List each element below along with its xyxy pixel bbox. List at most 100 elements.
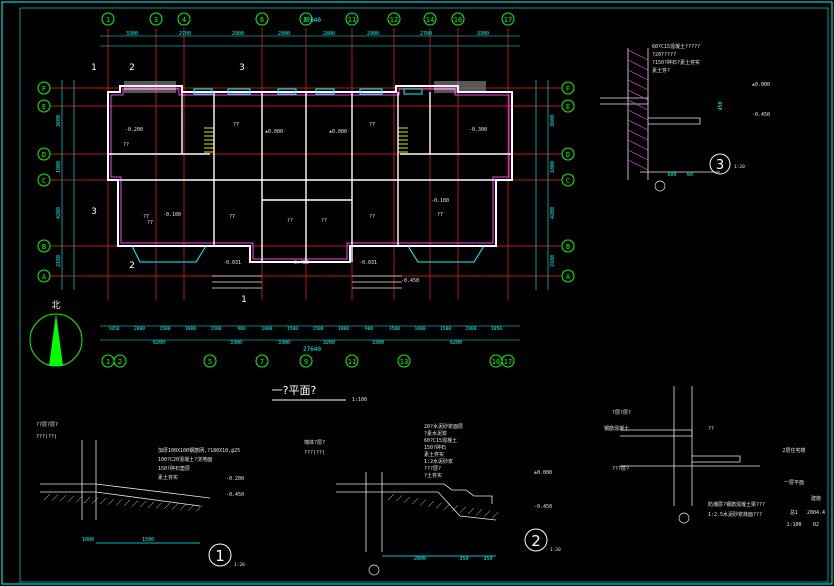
axis-bubble [37, 99, 51, 113]
axis-label: 9 [304, 16, 308, 24]
d1-ground-hatch [43, 493, 203, 512]
axis-bubble [299, 354, 313, 368]
hatch-line [67, 495, 75, 502]
dim-bottom-detail: 1500 [159, 326, 170, 332]
d2-steps-bottom [336, 491, 497, 521]
section-mark: 2 [129, 63, 135, 73]
axis-label: B [42, 243, 46, 251]
axis-label: A [42, 273, 47, 281]
hatch-line [59, 495, 67, 502]
axis-bubble [203, 354, 217, 368]
hatch-line [51, 494, 59, 501]
axis-label: 9 [304, 358, 308, 366]
dim-left: 3600 [56, 115, 62, 127]
window-c2-right [359, 88, 383, 95]
dim-bottom-detail: 2800 [134, 326, 145, 332]
hatch-line [427, 500, 435, 508]
balcony-left [124, 81, 176, 93]
elevation-mark: -0.200 [125, 127, 143, 133]
titleblock-text: 1:100 [786, 522, 801, 528]
detail-3-dim: 450 [718, 101, 724, 110]
titleblock-text: 建施 [811, 495, 821, 502]
detail-2-elev-bottom: -0.450 [534, 504, 552, 510]
detail-4-note: 防潮层?钢筋混凝土梁??? [708, 501, 765, 508]
hatch-line [195, 505, 203, 512]
dim-top: 3300 [477, 31, 489, 37]
axis-label: F [42, 85, 46, 93]
hatch-line [627, 139, 649, 151]
axis-bubble [423, 12, 437, 26]
axis-bubble [37, 173, 51, 187]
detail-1-elev-bottom: -0.450 [226, 492, 244, 498]
dim-right: 3600 [550, 115, 556, 127]
axis-label: F [566, 85, 570, 93]
balconies [124, 81, 486, 93]
detail-2-note: 墙体?层? [304, 439, 325, 446]
hatch-line [627, 59, 649, 71]
hatch-line [107, 498, 115, 505]
detail-2-scale: 1:20 [550, 547, 561, 553]
entry-steps [212, 275, 402, 289]
hatch-line [99, 498, 107, 505]
hatch-line [419, 499, 427, 506]
d1-ramp-top [40, 483, 211, 499]
axis-label: 16 [454, 16, 462, 24]
axis-bubble [37, 239, 51, 253]
axis-bubble [37, 269, 51, 283]
axis-label: B [566, 243, 570, 251]
hatch-line [131, 500, 139, 507]
hatch-line [43, 493, 51, 501]
detail-1-spec: 加厚100X100钢筋网,?180X10,@25 [158, 447, 240, 454]
axis-label: 1 [106, 16, 110, 24]
hatch-line [83, 496, 91, 504]
axis-label: A [566, 273, 571, 281]
dim-top: 3300 [126, 31, 138, 37]
detail-2-spec: 60?C15混凝土 [424, 437, 457, 444]
dim-bottom-detail: 1500 [210, 326, 221, 332]
axis-label: 12 [390, 16, 398, 24]
dim-right: 1800 [550, 161, 556, 173]
window-c1-right [403, 88, 423, 95]
hatch-line [75, 496, 83, 503]
axis-bubble [387, 12, 401, 26]
detail-2-lines [336, 472, 497, 557]
axis-label: C [566, 177, 570, 185]
north-arrow: 北 [29, 300, 83, 367]
axis-label: 17 [504, 358, 512, 366]
axis-label: 16 [492, 358, 500, 366]
hatch-line [627, 69, 649, 81]
dim-top: 2800 [323, 31, 335, 37]
detail-3-elev-bottom: -0.450 [752, 112, 770, 118]
dim-bottom-detail: 1800 [185, 326, 196, 332]
detail-1-note: ??层?层? [36, 422, 58, 428]
axis-bubble [113, 354, 127, 368]
axis-label: D [566, 151, 570, 159]
hatch-line [187, 504, 195, 511]
detail-3-spec: 素土夯? [652, 67, 670, 74]
dim-bottom: 3200 [323, 340, 335, 346]
section-mark: 3 [91, 207, 97, 217]
axis-bubble [561, 173, 575, 187]
north-label: 北 [51, 300, 60, 311]
section-mark: 1 [241, 295, 247, 305]
d4-apron [692, 455, 741, 463]
hatch-line [403, 496, 411, 503]
detail-1-dim: 1500 [142, 537, 154, 543]
room-label: ?? [287, 218, 293, 224]
axis-label: 4 [182, 16, 186, 24]
axis-bubble [561, 239, 575, 253]
elevation-mark: -0.100 [163, 212, 181, 218]
detail-2-spec: ?土夯实 [424, 472, 442, 479]
detail-2-note: ???(??) [304, 450, 325, 456]
dim-left: 4200 [56, 207, 62, 219]
axis-bubble [101, 12, 115, 26]
axis-label: 7 [260, 358, 264, 366]
detail-1: ??层?层????(??)加厚100X100钢筋网,?180X10,@25100… [36, 422, 245, 568]
dim-left: 2100 [56, 255, 62, 267]
hatch-line [411, 498, 419, 505]
hatch-line [627, 89, 649, 101]
elevation-mark: -0.450 [401, 278, 419, 284]
detail-3-spec: ?20????? [652, 52, 676, 58]
titleblock-text: 一层平面 [784, 480, 804, 486]
